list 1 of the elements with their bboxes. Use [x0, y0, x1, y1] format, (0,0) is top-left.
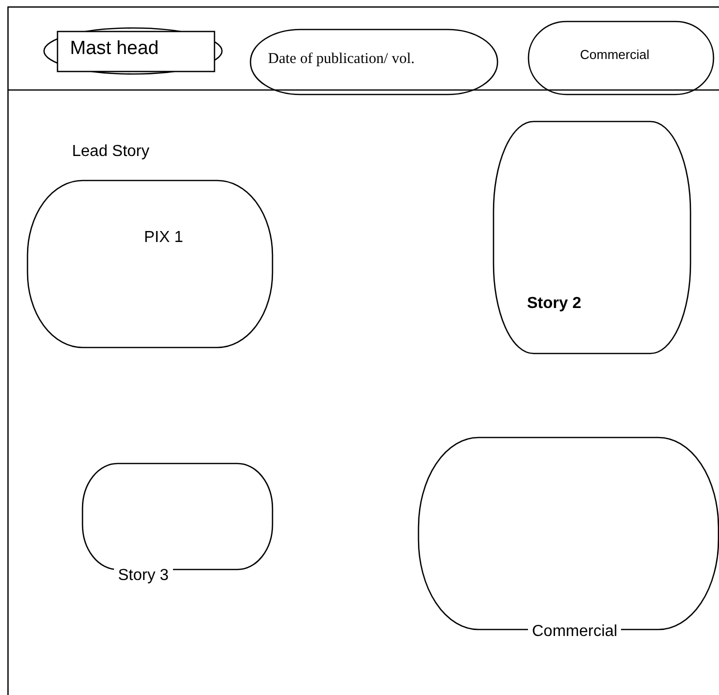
story-label: Story 3 [114, 567, 173, 585]
